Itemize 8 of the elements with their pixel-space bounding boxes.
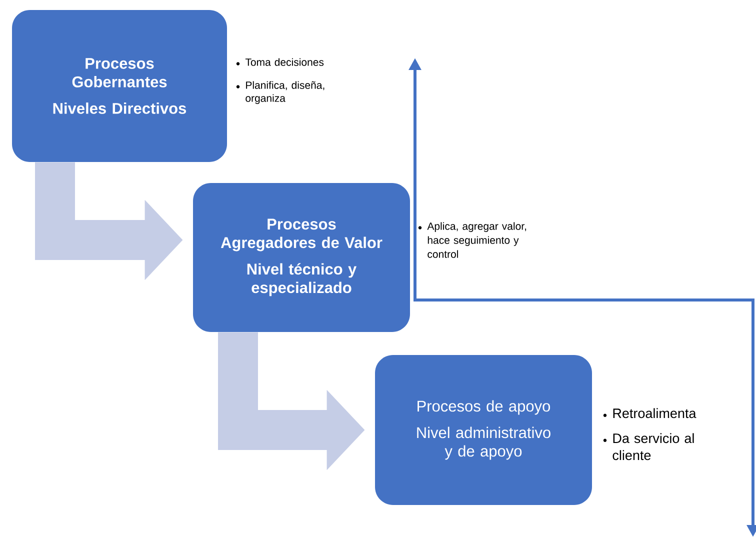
process-box: Procesos Agregadores de Valor Nivel técnico y especializado — [193, 183, 410, 332]
bullet-text: Retroalimenta — [613, 408, 696, 418]
process-box: Procesos de apoyo Nivel administrativo y de apoyo — [375, 355, 592, 505]
bullet-text: Da servicio al cliente — [612, 433, 694, 460]
bullet-text: Aplica, agregar valor, hace seguimiento y control — [427, 222, 526, 258]
process-box: Procesos Gobernantes Niveles Directivos — [12, 10, 227, 162]
bullet-text: Planifica, diseña, organiza — [246, 81, 324, 104]
bullet-text: Toma decisiones — [245, 58, 324, 66]
